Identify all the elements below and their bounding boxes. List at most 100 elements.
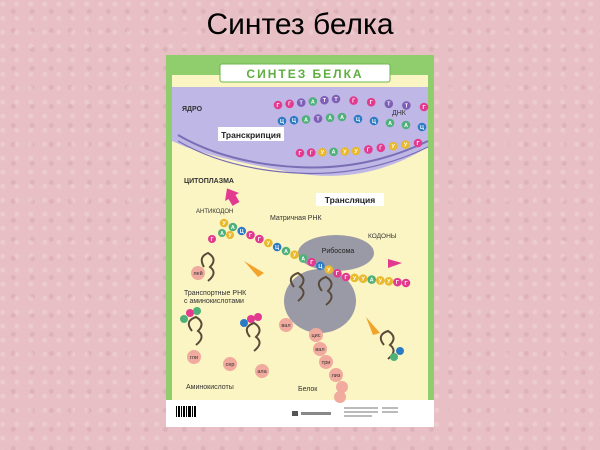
nucleus: [172, 87, 428, 176]
nucleotide-letter: А: [301, 256, 305, 262]
nucleotide-bead: [413, 138, 423, 148]
nucleotide-bead: [375, 276, 385, 285]
amino-ley-label: лей: [193, 270, 202, 277]
nucleotide-letter: Т: [334, 97, 338, 103]
nucleotide-bead: [306, 148, 316, 157]
nucleotide-bead: [349, 96, 358, 105]
base-g3: [254, 313, 262, 321]
nucleotide-bead: [324, 265, 334, 274]
nucleotide-bead: [329, 147, 338, 157]
nucleotide-letter: Ц: [372, 119, 376, 125]
publisher-logo: [292, 411, 331, 416]
nucleotide-bead: [376, 143, 386, 153]
nucleotide-letter: Г: [310, 151, 313, 157]
nucleotide-bead: [313, 114, 323, 123]
amino-val-label: вал: [281, 323, 290, 329]
nucleotide-bead: [367, 275, 377, 284]
nucleotide-letter: У: [228, 233, 232, 239]
translation-box: [316, 193, 384, 206]
nucleotide-letter: Г: [367, 147, 370, 153]
nucleotide-bead: [325, 113, 335, 123]
nucleotide-bead: [358, 274, 368, 284]
nucleotide-bead: [315, 261, 325, 271]
nucleotide-bead: [333, 268, 342, 278]
nucleotide-letter: А: [340, 115, 344, 121]
trna-label-1: Транспортные РНК: [184, 290, 247, 297]
nucleotide-bead: [353, 114, 363, 124]
nucleotide-letter: У: [222, 221, 226, 227]
banner-text: СИНТЕЗ БЕЛКА: [246, 67, 363, 81]
cytoplasm-label: ЦИТОПЛАЗМА: [184, 178, 234, 185]
nucleotide-letter: Ц: [356, 117, 360, 123]
nucleotide-bead: [219, 218, 229, 228]
nucleotide-bead: [307, 257, 317, 267]
exit-arrow: [366, 317, 380, 335]
nucleotide-letter: Г: [298, 151, 301, 157]
base-g2: [247, 315, 255, 323]
imprint-text: [344, 407, 398, 417]
trna-free-2: [245, 321, 261, 352]
nucleotide-letter: А: [311, 99, 315, 105]
amino-tri-label: три: [322, 360, 331, 366]
nucleotide-bead: [226, 231, 234, 239]
transcription-box: [218, 127, 284, 141]
nucleotide-letter: У: [392, 144, 396, 150]
protein-label: Белок: [298, 386, 318, 393]
base-c2: [396, 347, 404, 355]
nucleotide-letter: Т: [387, 102, 391, 108]
nucleotide-letter: Г: [370, 100, 373, 106]
nucleotide-bead: [298, 254, 308, 263]
nucleotide-bead: [401, 278, 411, 288]
protein-bead-1: [336, 381, 348, 393]
nucleotide-bead: [402, 101, 411, 110]
nucleotide-letter: У: [353, 276, 357, 282]
nucleotide-bead: [296, 98, 306, 107]
trna-in-ribosome-1: [289, 271, 305, 302]
nucleotide-bead: [366, 97, 376, 107]
trna-free-1: [187, 315, 203, 346]
nucleotide-bead: [337, 112, 347, 122]
nucleotide-bead: [419, 102, 429, 112]
export-arrow: [225, 188, 240, 206]
nucleotide-letter: Г: [249, 233, 252, 239]
mrna-direction-arrow: [388, 259, 402, 268]
nucleotide-letter: Г: [310, 260, 313, 266]
nucleotide-letter: У: [321, 150, 325, 156]
nucleotide-letter: У: [387, 279, 391, 285]
trna-leaving: [379, 329, 395, 360]
nucleotide-bead: [388, 141, 398, 151]
amino-cis: [309, 328, 323, 342]
nucleotide-letter: Ц: [280, 119, 284, 125]
nucleotide-bead: [341, 272, 351, 282]
amino-gli-label: гли: [190, 355, 198, 361]
nucleotide-bead: [285, 99, 294, 109]
nucleotide-bead: [393, 277, 402, 287]
base-a3: [390, 353, 398, 361]
trna-label-2: с аминокислотами: [184, 298, 244, 305]
nucleotide-letter: Г: [396, 280, 399, 286]
nucleotide-letter: Ц: [292, 118, 296, 124]
nucleotide-bead: [228, 222, 238, 232]
nucleotide-bead: [273, 100, 283, 110]
slide-title: Синтез белка: [206, 8, 394, 41]
nucleotide-bead: [237, 226, 247, 236]
nucleotide-bead: [369, 116, 379, 126]
nucleotide-bead: [295, 148, 305, 158]
nucleotide-bead: [320, 95, 329, 105]
amino-ala: [255, 364, 269, 378]
nucleotide-bead: [277, 116, 287, 126]
poster-footer: [166, 400, 434, 427]
nucleotide-letter: Г: [258, 237, 261, 243]
nucleotide-bead: [281, 246, 291, 256]
dna-label: ДНК: [392, 110, 407, 117]
nucleotide-letter: Г: [336, 271, 339, 277]
nucleus-label: ЯДРО: [182, 106, 203, 113]
nucleotide-letter: У: [293, 253, 297, 259]
amino-ser: [223, 357, 237, 371]
nucleotide-letter: У: [404, 143, 408, 149]
